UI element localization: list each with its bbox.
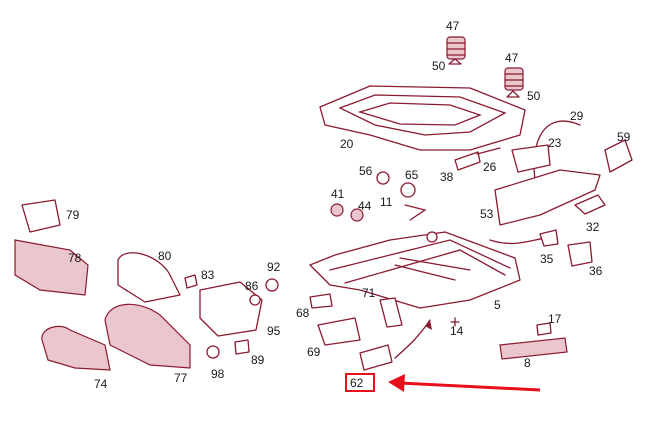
bushing-44 [350,208,364,222]
callout-41: 41 [331,187,345,201]
callout-47-b: 47 [505,51,519,65]
callout-71: 71 [362,286,376,300]
pin-14 [450,317,460,327]
clip-35 [539,229,559,247]
clip-68 [309,293,333,309]
callout-83: 83 [201,268,215,282]
callout-23: 23 [548,136,562,150]
bracket-69 [317,317,361,346]
callout-32: 32 [586,220,600,234]
callout-5: 5 [494,298,501,312]
callout-26: 26 [483,160,497,174]
bracket-23 [511,144,551,173]
callout-65: 65 [405,168,419,182]
callout-78: 78 [68,251,82,265]
spring-47-lower [504,67,524,98]
callout-92: 92 [267,260,281,274]
callout-79: 79 [66,208,80,222]
callout-74: 74 [94,377,108,391]
cover-78 [14,239,89,296]
callout-50-b: 50 [527,89,541,103]
highlight-arrowhead [388,374,405,392]
clip-89 [234,339,250,355]
clip-17 [536,322,552,336]
callout-44: 44 [358,199,372,213]
callout-11: 11 [380,195,393,209]
spring-71 [379,297,403,328]
callout-47-a: 47 [446,19,460,33]
housing-77 [104,303,191,369]
bushing-41 [330,203,344,217]
callout-50-a: 50 [432,59,446,73]
callout-95: 95 [267,324,281,338]
bracket-95 [199,281,263,337]
spring-47-upper [446,36,466,65]
cover-59 [604,139,633,173]
nut-65 [400,182,416,198]
strut-8 [499,337,568,360]
callout-53: 53 [480,207,494,221]
shell-80 [117,252,181,303]
callout-68: 68 [296,306,310,320]
callout-69: 69 [307,345,321,359]
callout-59: 59 [617,130,631,144]
rod-26 [476,147,501,155]
callout-80: 80 [158,249,172,263]
callout-77: 77 [174,371,188,385]
clip-83 [184,274,198,289]
callout-89: 89 [251,353,265,367]
part-62 [359,344,393,371]
callout-17: 17 [548,312,562,326]
bolt-92 [265,278,279,292]
callout-38: 38 [440,170,454,184]
callout-86: 86 [245,279,259,293]
screw-98 [206,345,220,359]
highlighted-part-label: 62 [350,376,364,390]
nut-86 [249,294,261,306]
spring-clip-11 [404,204,427,221]
highlighted-part-box[interactable]: 62 [345,373,375,392]
seat-frame [319,85,526,151]
handle-32 [574,194,606,215]
callout-29: 29 [570,109,584,123]
callout-35: 35 [540,252,554,266]
airbag-74 [41,325,111,371]
callout-56: 56 [359,164,373,178]
bolt-38 [454,151,481,171]
screw-56 [376,171,390,185]
bracket-36 [567,241,593,267]
callout-98: 98 [211,367,225,381]
seat-track-assembly [309,231,521,309]
trim-53 [494,169,601,226]
callout-8: 8 [524,356,531,370]
callout-14: 14 [450,324,464,338]
callout-36: 36 [589,264,603,278]
callout-20: 20 [340,137,354,151]
clamp-79 [21,199,61,233]
highlight-arrow [399,381,541,392]
